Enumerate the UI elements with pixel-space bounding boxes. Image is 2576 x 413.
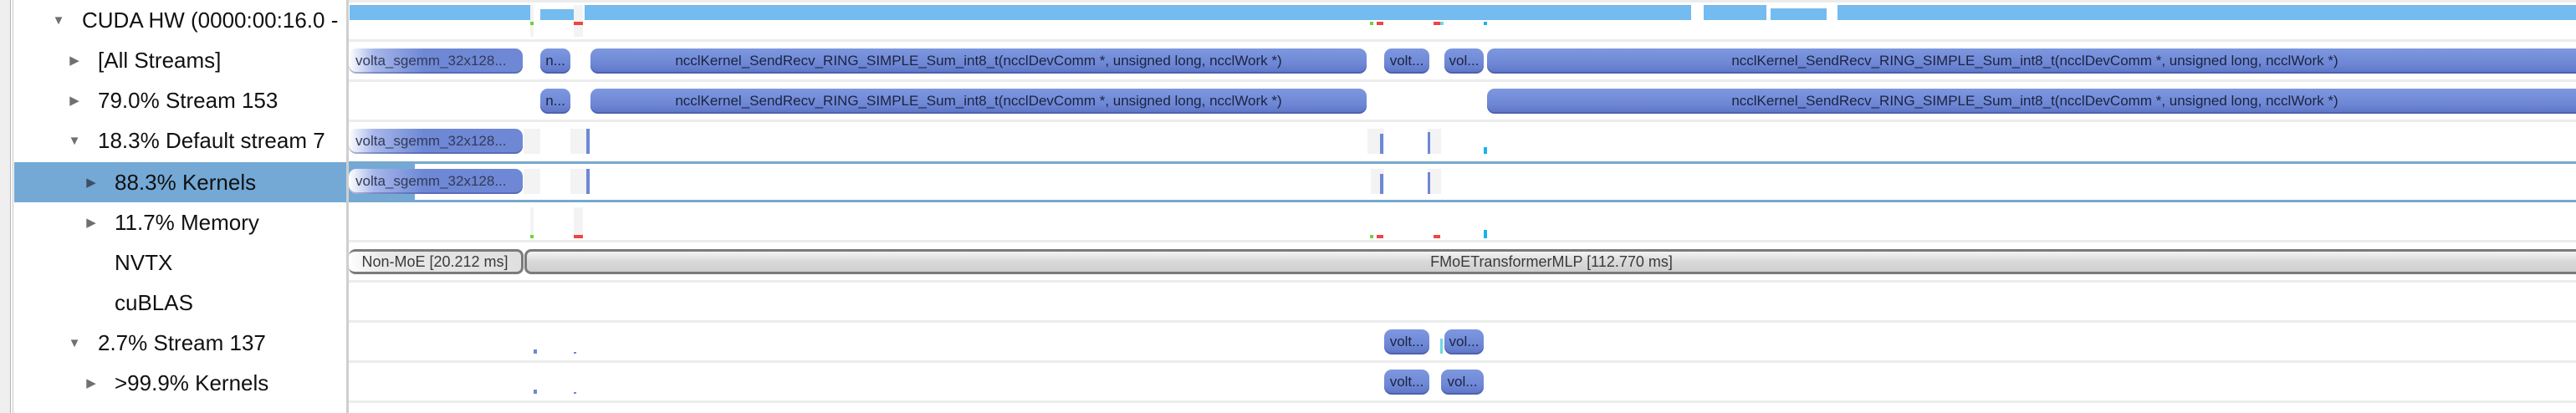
kernel-bar-nccl-sendrecv[interactable]: ncclKernel_SendRecv_RING_SIMPLE_Sum_int8… xyxy=(590,48,1367,74)
memset-marker xyxy=(1484,22,1487,25)
nvtx-range-non-moe[interactable]: Non-MoE [20.212 ms] xyxy=(349,249,524,274)
kernel-bar-nccl-sendrecv[interactable]: ncclKernel_SendRecv_RING_SIMPLE_Sum_int8… xyxy=(1487,89,2576,114)
row-separator xyxy=(349,120,2576,122)
row-separator xyxy=(349,320,2576,323)
memcpy-marker xyxy=(1440,22,1444,25)
kernel-bar-nccl-sendrecv[interactable]: ncclKernel_SendRecv_RING_SIMPLE_Sum_int8… xyxy=(1487,48,2576,74)
memcpy-htod-marker xyxy=(530,22,534,25)
activity-tick xyxy=(574,207,583,237)
activity-tick xyxy=(574,5,583,37)
kernel-sliver[interactable] xyxy=(586,129,590,154)
expand-triangle-icon[interactable]: ▼ xyxy=(68,133,81,148)
row-separator xyxy=(349,39,2576,42)
kernel-sliver[interactable] xyxy=(1380,174,1383,194)
memset-marker xyxy=(1484,230,1487,238)
activity-tick xyxy=(530,5,534,37)
kernel-bar-volta-short[interactable]: vol... xyxy=(1444,48,1484,74)
left-gutter xyxy=(0,0,11,413)
tree-row-label: 88.3% Kernels xyxy=(115,169,257,195)
kernel-bar-volta-short[interactable]: vol... xyxy=(1444,329,1484,354)
tree-row-label: 11.7% Memory xyxy=(115,209,259,235)
tree-row-label: cuBLAS xyxy=(115,289,193,315)
kernel-sliver[interactable] xyxy=(574,392,576,394)
collapse-triangle-icon[interactable]: ▶ xyxy=(86,376,96,390)
memcpy-dtoh-marker xyxy=(1377,235,1383,238)
kernel-bar-nccl-short[interactable]: n... xyxy=(540,89,570,114)
row-separator xyxy=(349,240,2576,242)
utilization-summary-bar[interactable] xyxy=(540,9,574,20)
row-separator xyxy=(349,280,2576,283)
activity-tick xyxy=(530,207,534,237)
utilization-summary-bar[interactable] xyxy=(1771,8,1827,20)
pane-splitter[interactable] xyxy=(346,0,349,413)
activity-tick xyxy=(524,169,540,194)
kernel-bar-volta-short[interactable]: volt... xyxy=(1384,48,1429,74)
tree-row-label: 79.0% Stream 153 xyxy=(98,87,279,113)
tree-row-nvtx[interactable]: NVTX xyxy=(14,242,447,283)
row-separator xyxy=(349,360,2576,363)
memcpy-dtoh-marker xyxy=(1434,22,1440,25)
kernel-sliver[interactable] xyxy=(1428,132,1430,154)
memcpy-dtoh-marker xyxy=(1377,22,1383,25)
tree-row-cuda-hw[interactable]: ▼ CUDA HW (0000:00:16.0 - xyxy=(14,0,382,40)
kernel-sliver[interactable] xyxy=(1428,172,1430,194)
expand-triangle-icon[interactable]: ▼ xyxy=(52,13,65,28)
row-separator xyxy=(349,400,2576,403)
kernel-sliver[interactable] xyxy=(586,169,590,194)
collapse-triangle-icon[interactable]: ▶ xyxy=(69,94,79,108)
kernel-sliver[interactable] xyxy=(534,349,537,354)
collapse-triangle-icon[interactable]: ▶ xyxy=(86,176,96,190)
memcpy-htod-marker xyxy=(1370,235,1373,238)
memcpy-marker xyxy=(1440,339,1443,354)
timeline-area[interactable]: volta_sgemm_32x128... n... ncclKernel_Se… xyxy=(349,0,2576,413)
selected-row-border xyxy=(349,161,2576,164)
kernel-bar-volta-short[interactable]: vol... xyxy=(1441,370,1484,395)
memcpy-htod-marker xyxy=(1370,22,1373,25)
kernel-sliver[interactable] xyxy=(1380,134,1383,154)
memcpy-htod-marker xyxy=(530,235,534,238)
tree-row-label: NVTX xyxy=(115,249,173,275)
row-separator xyxy=(349,79,2576,82)
activity-tick xyxy=(524,129,540,154)
kernel-bar-volta-sgemm[interactable]: volta_sgemm_32x128... xyxy=(349,48,523,74)
memcpy-dtoh-marker xyxy=(1434,235,1440,238)
kernel-bar-volta-short[interactable]: volt... xyxy=(1384,329,1429,354)
kernel-bar-volta-sgemm[interactable]: volta_sgemm_32x128... xyxy=(349,129,523,154)
utilization-summary-bar[interactable] xyxy=(1837,5,2576,20)
memcpy-dtoh-marker xyxy=(574,22,583,25)
tree-row-stream-137[interactable]: ▼ 2.7% Stream 137 xyxy=(14,323,398,363)
kernel-bar-volta-sgemm[interactable]: volta_sgemm_32x128... xyxy=(349,169,523,194)
kernel-sliver[interactable] xyxy=(574,352,576,354)
row-separator xyxy=(349,0,2576,3)
memcpy-dtoh-marker xyxy=(574,235,583,238)
utilization-summary-bar[interactable] xyxy=(585,5,1691,20)
expand-triangle-icon[interactable]: ▼ xyxy=(68,335,81,350)
tree-row-memory[interactable]: ▶ 11.7% Memory xyxy=(14,202,415,242)
kernel-bar-nccl-short[interactable]: n... xyxy=(540,48,570,74)
tree-row-all-streams[interactable]: ▶ [All Streams] xyxy=(14,40,398,80)
tree-row-label: 2.7% Stream 137 xyxy=(98,329,266,355)
tree-row-cublas[interactable]: cuBLAS xyxy=(14,283,447,323)
nvtx-range-fmoe-transformer-mlp[interactable]: FMoETransformerMLP [112.770 ms] xyxy=(524,249,2576,274)
tree-row-label: >99.9% Kernels xyxy=(115,370,269,395)
timeline-tree: ▼ CUDA HW (0000:00:16.0 - ▶ [All Streams… xyxy=(14,0,415,413)
memset-marker xyxy=(1484,147,1487,154)
kernel-bar-volta-short[interactable]: volt... xyxy=(1384,370,1429,395)
activity-tick xyxy=(1428,129,1441,154)
tree-row-stream-137-kernels[interactable]: ▶ >99.9% Kernels xyxy=(14,363,415,403)
tree-row-label: 18.3% Default stream 7 xyxy=(98,127,325,153)
collapse-triangle-icon[interactable]: ▶ xyxy=(86,216,96,230)
selected-row-border xyxy=(349,200,2576,202)
utilization-summary-bar[interactable] xyxy=(1704,5,1766,20)
tree-row-default-stream-7[interactable]: ▼ 18.3% Default stream 7 xyxy=(14,120,398,161)
kernel-sliver[interactable] xyxy=(534,390,537,394)
utilization-summary-bar[interactable] xyxy=(350,5,530,20)
kernel-bar-nccl-sendrecv[interactable]: ncclKernel_SendRecv_RING_SIMPLE_Sum_int8… xyxy=(590,89,1367,114)
tree-row-stream-153[interactable]: ▶ 79.0% Stream 153 xyxy=(14,80,398,120)
activity-tick xyxy=(1428,169,1441,194)
collapse-triangle-icon[interactable]: ▶ xyxy=(69,54,79,68)
tree-row-label: [All Streams] xyxy=(98,47,222,73)
tree-row-label: CUDA HW (0000:00:16.0 - xyxy=(82,7,339,33)
